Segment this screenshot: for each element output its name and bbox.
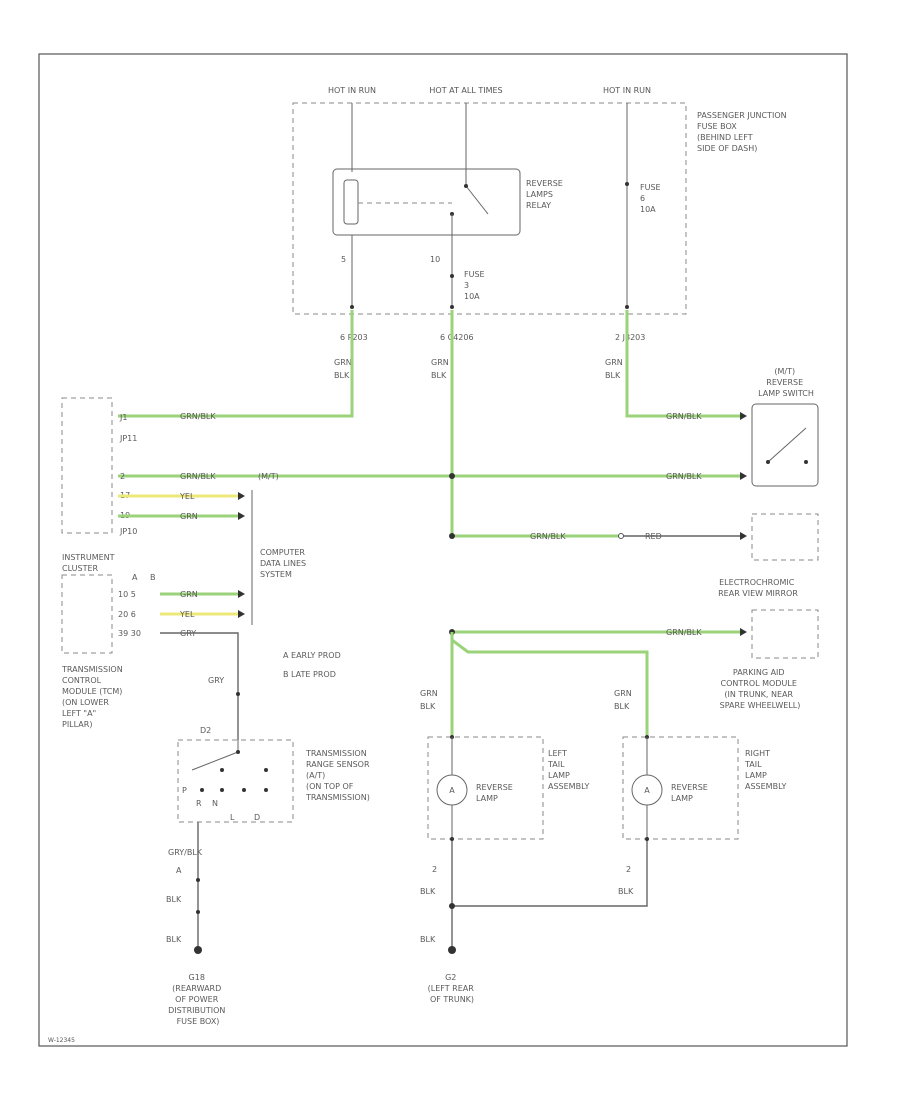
parking-aid-module: [751, 609, 819, 659]
wire-grn-blk-j8203: [625, 310, 740, 418]
diagram-frame: [38, 53, 848, 1047]
svg-text:A: A: [644, 786, 650, 795]
wire-label-pin-a: A: [176, 866, 182, 875]
right-tail-lamp-assembly: [622, 736, 739, 840]
wire-label-blk-10: BLK: [420, 935, 436, 944]
reverse-lamps-relay: [332, 168, 521, 236]
electrochromic-mirror: [751, 513, 819, 561]
legend-early-prod: A EARLY PROD: [283, 651, 341, 660]
wire-label-blk-9: BLK: [618, 887, 634, 896]
wire-blk-right-ground: [452, 839, 648, 907]
wire-label-blk-4: BLK: [420, 702, 436, 711]
wire-label-red: RED: [645, 532, 662, 541]
wire-label-grn-3: GRN: [605, 358, 623, 367]
wire-label-blk-8: BLK: [420, 887, 436, 896]
fuse-pin-10: 10: [430, 255, 440, 264]
wire-label-yel-1: YEL: [179, 492, 195, 501]
relay-label: REVERSE LAMPS RELAY: [526, 179, 565, 210]
wire-label-blk-6: BLK: [166, 895, 182, 904]
right-reverse-lamp-label: REVERSE LAMP: [671, 783, 710, 803]
mirror-label: ELECTROCHROMIC REAR VIEW MIRROR: [718, 578, 798, 598]
range-pos-n: N: [212, 799, 218, 808]
park-module-label: PARKING AID CONTROL MODULE (IN TRUNK, NE…: [720, 668, 801, 710]
wire-grn-blk-right-tail: [451, 638, 649, 735]
tcm-row-1: 10 5: [118, 590, 136, 599]
wire-grn-blk-p203: [118, 310, 354, 418]
instrument-cluster-label: INSTRUMENT CLUSTER: [62, 553, 117, 573]
wire-gry-tcm: [160, 632, 239, 740]
wire-label-grn-6: GRN: [614, 689, 632, 698]
cluster-pin-j1: J1: [119, 413, 127, 422]
passenger-junction-box: [292, 102, 687, 315]
wire-label-gry-2: GRY: [208, 676, 224, 685]
wire-label-grn-blk-2: GRN/BLK: [180, 472, 216, 481]
relay-coil: [343, 179, 359, 225]
reverse-switch-label: (M/T) REVERSE LAMP SWITCH: [758, 367, 814, 398]
transmission-range-sensor: [177, 739, 294, 823]
wire-label-grn-1: GRN: [334, 358, 352, 367]
range-sensor-contact: [191, 751, 239, 771]
legend-late-prod: B LATE PROD: [283, 670, 336, 679]
right-lamp-ground-pin: 2: [626, 865, 631, 874]
wire-label-blk-1: BLK: [334, 371, 350, 380]
ground-g2-label: G2 (LEFT REAR OF TRUNK): [428, 973, 477, 1004]
left-lamp-ground-pin: 2: [432, 865, 437, 874]
wire-label-grn-2: GRN: [431, 358, 449, 367]
fuse-3-label: FUSE 3 10A: [464, 270, 487, 301]
wire-label-grn-blk-1: GRN/BLK: [180, 412, 216, 421]
connector-p203: 6 P203: [340, 333, 368, 342]
tcm-label: TRANSMISSION CONTROL MODULE (TCM) (ON LO…: [61, 665, 125, 729]
hot-at-all-times-label: HOT AT ALL TIMES: [429, 86, 502, 95]
wire-label-blk-2: BLK: [431, 371, 447, 380]
ground-g18-label: G18 (REARWARD OF POWER DISTRIBUTION FUSE…: [168, 973, 228, 1026]
transmission-control-module: [61, 574, 113, 654]
wire-label-blk-5: BLK: [614, 702, 630, 711]
instrument-cluster: [61, 397, 113, 534]
relay-contact: [465, 185, 489, 215]
wire-label-yel-2: YEL: [179, 610, 195, 619]
left-tail-assembly-label: LEFT TAIL LAMP ASSEMBLY: [547, 749, 589, 791]
cluster-pin-jp11: JP11: [119, 434, 137, 443]
tcm-col-b: B: [150, 573, 156, 582]
wire-label-grn-blk-3: GRN/BLK: [666, 412, 702, 421]
range-sensor-pin: D2: [200, 726, 211, 735]
wire-label-blk-3: BLK: [605, 371, 621, 380]
wire-label-grn-7: GRN: [180, 590, 198, 599]
svg-text:A: A: [449, 786, 455, 795]
junction-box-label: PASSENGER JUNCTION FUSE BOX (BEHIND LEFT…: [697, 111, 789, 153]
connector-j8203: 2 J8203: [615, 333, 645, 342]
right-tail-assembly-label: RIGHT TAIL LAMP ASSEMBLY: [744, 749, 786, 791]
hot-in-run-label-2: HOT IN RUN: [603, 86, 651, 95]
range-pos-p: P: [182, 786, 187, 795]
tcm-row-3: 39 30: [118, 629, 141, 638]
fuse-6-label: FUSE 6 10A: [640, 183, 663, 214]
wire-label-grn-blk-4: GRN/BLK: [666, 472, 702, 481]
wire-label-grn-blk-5: GRN/BLK: [530, 532, 566, 541]
range-pos-l: L: [230, 813, 235, 822]
tcm-col-a: A: [132, 573, 138, 582]
wire-label-blk-7: BLK: [166, 935, 182, 944]
wire-label-grn-4: GRN: [180, 512, 198, 521]
left-reverse-lamp-label: REVERSE LAMP: [476, 783, 515, 803]
mt-reverse-lamp-switch: [751, 403, 819, 487]
left-tail-lamp-assembly: [427, 736, 544, 840]
ground-g18-symbol: [194, 946, 202, 954]
connector-c4206: 6 C4206: [440, 333, 474, 342]
cluster-pin-2: 2: [120, 472, 125, 481]
relay-pin-5: 5: [341, 255, 346, 264]
range-sensor-label: TRANSMISSION RANGE SENSOR (A/T) (ON TOP …: [305, 749, 372, 802]
wire-label-gry-blk: GRY/BLK: [168, 848, 203, 857]
wire-label-grn-blk-6: GRN/BLK: [666, 628, 702, 637]
hot-in-run-label-1: HOT IN RUN: [328, 86, 376, 95]
cluster-pin-jp10: JP10: [119, 527, 137, 536]
range-pos-r: R: [196, 799, 202, 808]
ground-g2-symbol: [448, 946, 456, 954]
wire-label-grn-5: GRN: [420, 689, 438, 698]
data-lines-label: COMPUTER DATA LINES SYSTEM: [260, 548, 309, 579]
range-pos-d: D: [254, 813, 260, 822]
diagram-code: W-12345: [48, 1037, 75, 1044]
wire-label-mt: (M/T): [258, 472, 279, 481]
tcm-row-2: 20 6: [118, 610, 136, 619]
